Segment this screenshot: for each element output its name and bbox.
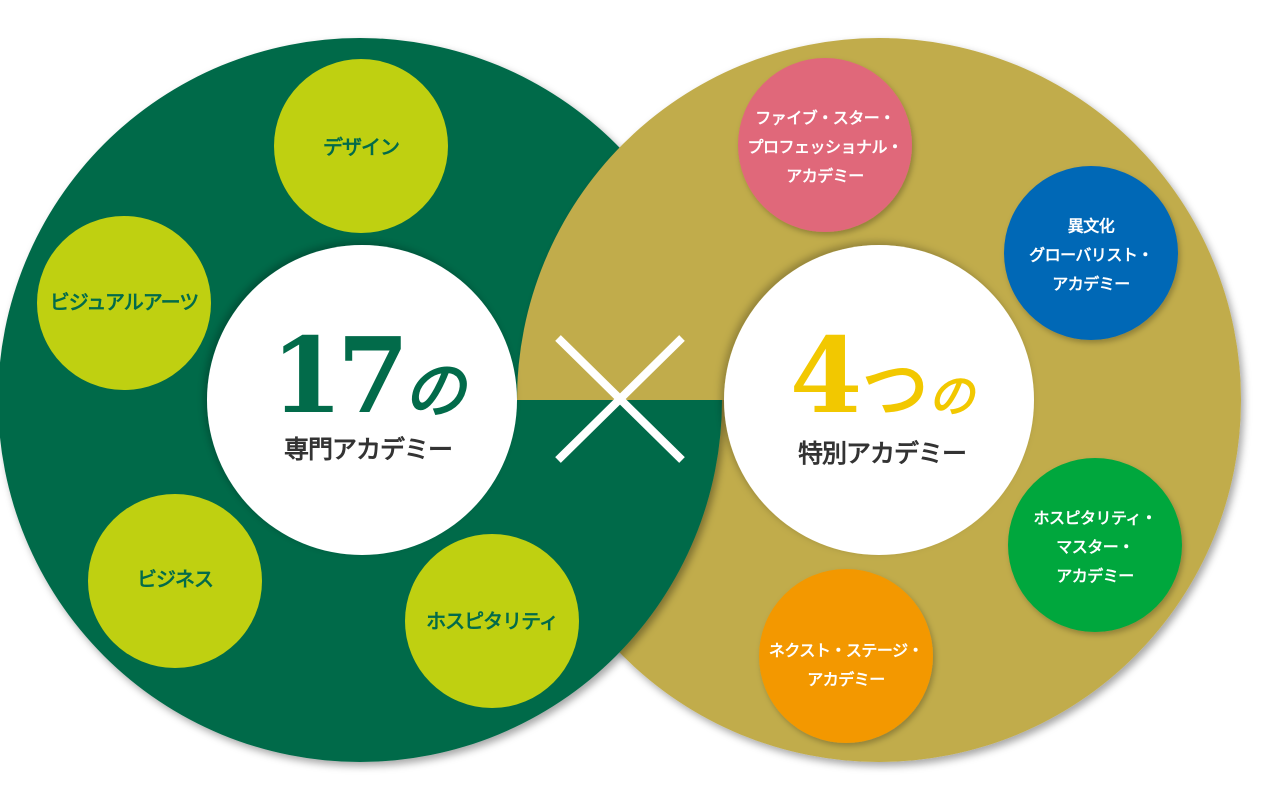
satellite-next-stage-label[interactable]: ネクスト・ステージ・ アカデミー xyxy=(768,636,924,694)
right-count-tsu: つ xyxy=(862,350,929,428)
satellite-business-label[interactable]: ビジネス xyxy=(137,567,214,591)
label-line: ファイブ・スター・ xyxy=(755,108,895,128)
satellite-five-star xyxy=(738,58,912,232)
satellite-next-stage xyxy=(759,569,933,743)
satellite-global-label[interactable]: 異文化 グローバリスト・ アカデミー xyxy=(1029,212,1153,299)
left-count-suffix: の xyxy=(403,354,466,427)
satellite-hospitality xyxy=(405,534,579,708)
left-count: 17 xyxy=(270,314,410,437)
label-line: プロフェッショナル・ xyxy=(747,137,903,157)
satellite-hospitality-master-label[interactable]: ホスピタリティ・ マスター・ アカデミー xyxy=(1033,504,1157,591)
right-subtitle: 特別アカデミー xyxy=(797,439,967,468)
label-line: アカデミー xyxy=(786,166,864,186)
label-line: アカデミー xyxy=(1052,274,1130,294)
satellite-hospitality-label[interactable]: ホスピタリティ xyxy=(426,609,559,633)
right-inner-circle xyxy=(724,245,1034,555)
label-line: ネクスト・ステージ・ xyxy=(768,641,924,660)
satellite-design-label[interactable]: デザイン xyxy=(323,135,400,159)
satellite-visual-arts-label[interactable]: ビジュアルアーツ xyxy=(49,290,199,314)
satellite-design xyxy=(274,59,448,233)
right-count-suffix: の xyxy=(928,369,975,423)
label-line: ホスピタリティ・ xyxy=(1033,508,1157,528)
label-line: アカデミー xyxy=(807,670,885,689)
satellite-hospitality-master xyxy=(1008,458,1182,632)
left-center-title: 17の 専門アカデミー xyxy=(270,314,466,466)
label-line: グローバリスト・ xyxy=(1029,245,1153,265)
left-inner-circle xyxy=(207,245,517,555)
satellite-global xyxy=(1004,166,1178,340)
label-line: 異文化 xyxy=(1067,216,1115,236)
right-count: 4 xyxy=(789,314,863,437)
label-line: マスター・ xyxy=(1056,537,1134,557)
multiply-icon xyxy=(555,335,685,463)
satellite-five-star-label[interactable]: ファイブ・スター・ プロフェッショナル・ アカデミー xyxy=(747,104,903,191)
right-center-title: 4つの 特別アカデミー xyxy=(789,314,975,470)
left-subtitle: 専門アカデミー xyxy=(283,435,453,464)
satellite-business xyxy=(88,494,262,668)
satellite-visual-arts xyxy=(37,216,211,390)
label-line: アカデミー xyxy=(1056,566,1134,586)
